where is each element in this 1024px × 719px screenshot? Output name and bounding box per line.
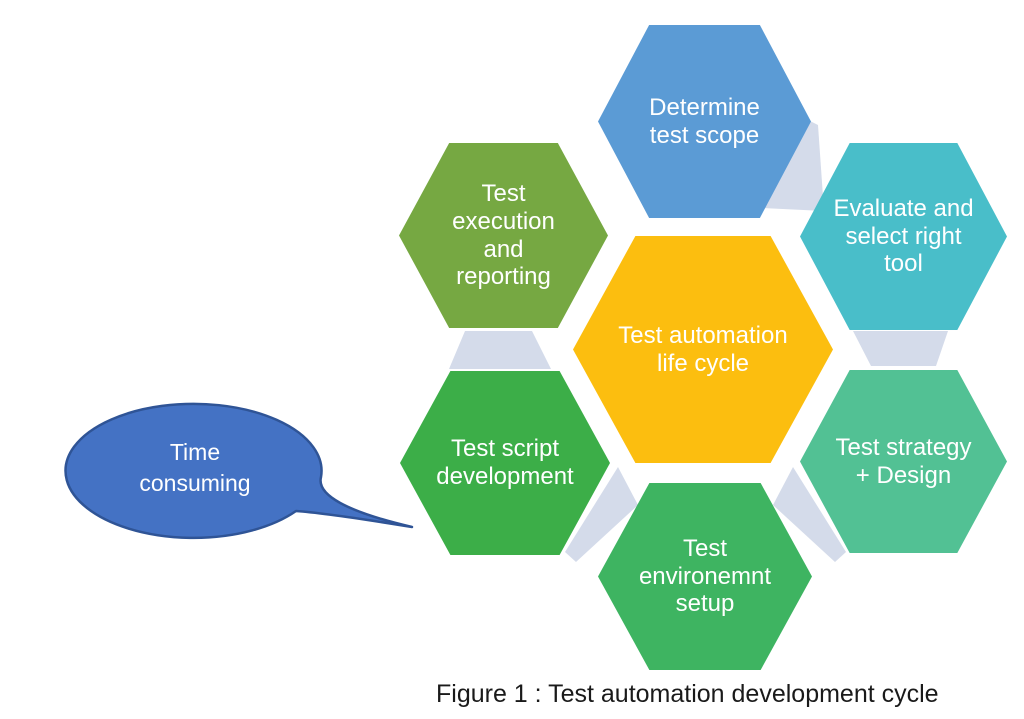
hexagon-label: Test script development <box>436 435 574 490</box>
hexagon-test-execution-and-reporting: Test execution and reporting <box>399 143 608 328</box>
hexagon-label: Test execution and reporting <box>452 179 555 291</box>
speech-bubble-label: Time consuming <box>139 439 251 496</box>
connector-determine-evaluate <box>761 118 824 211</box>
connector-environment-script <box>565 467 638 562</box>
hexagon-evaluate-and-select-right-tool: Evaluate and select right tool <box>800 143 1007 330</box>
hexagon-determine-test-scope: Determine test scope <box>598 25 811 218</box>
hexagon-label: Determine test scope <box>649 93 760 149</box>
hexagon-label: Test automation life cycle <box>618 321 788 377</box>
hexagon-test-script-development: Test script development <box>400 371 610 555</box>
hexagon-label: Test environemnt setup <box>638 534 772 618</box>
speech-bubble <box>64 402 414 540</box>
hexagon-label: Evaluate and select right tool <box>833 194 974 278</box>
hexagon-test-environment-setup: Test environemnt setup <box>598 483 812 670</box>
connector-execution-script <box>449 331 551 369</box>
connector-evaluate-strategy <box>853 331 948 366</box>
hexagon-label: Test strategy + Design <box>835 433 972 489</box>
hexagon-test-automation-life-cycle: Test automation life cycle <box>573 236 833 463</box>
connector-strategy-environment <box>773 467 846 562</box>
hexagon-test-strategy-design: Test strategy + Design <box>800 370 1007 553</box>
figure-caption: Figure 1 : Test automation development c… <box>436 680 939 708</box>
